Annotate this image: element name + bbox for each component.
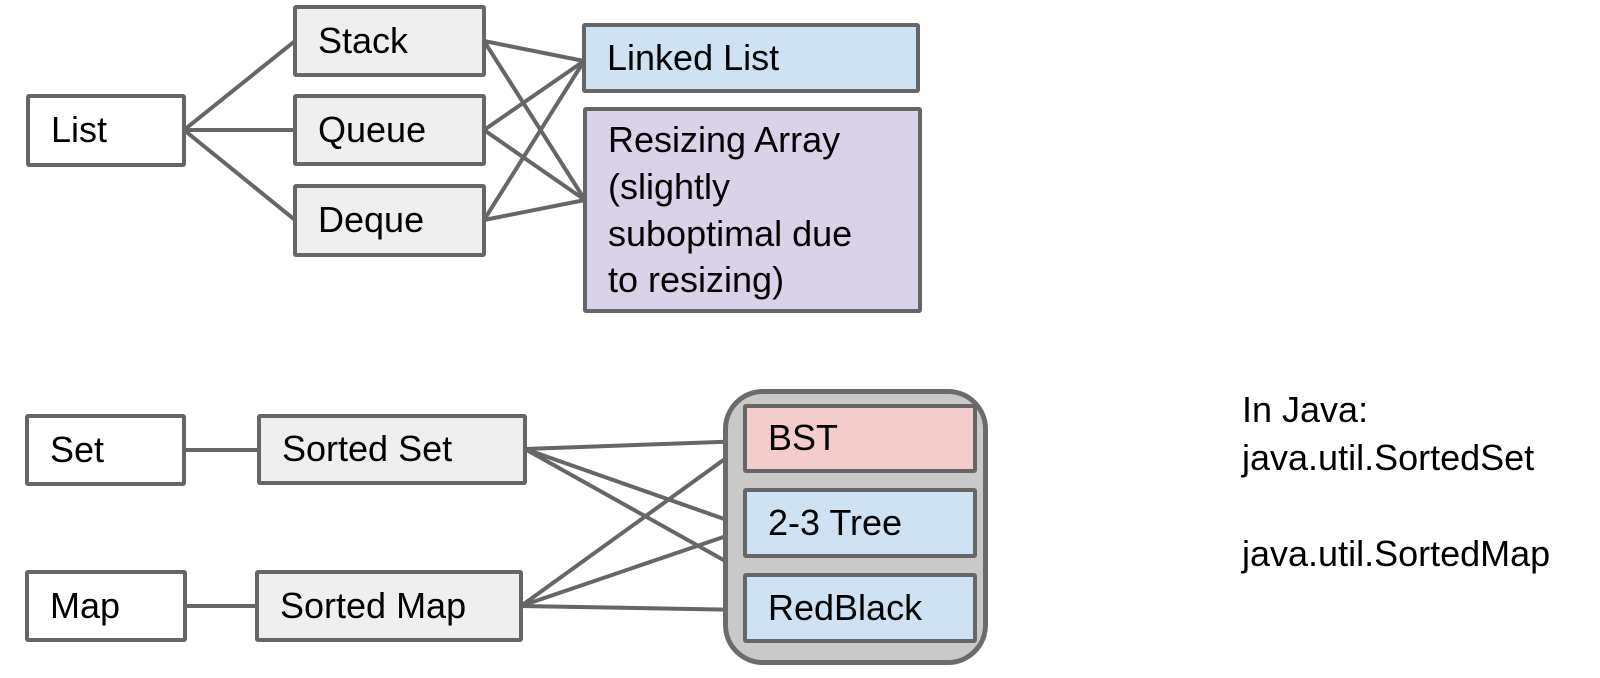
node-deque: Deque: [293, 184, 486, 257]
edge-queue-linked-list: [482, 59, 586, 132]
edge-sorted-set-bst: [524, 439, 748, 451]
node-set: Set: [25, 414, 186, 486]
node-redblack: RedBlack: [743, 573, 977, 643]
node-queue-label: Queue: [318, 108, 427, 150]
node-set-label: Set: [50, 428, 105, 470]
node-sorted-set-label: Sorted Set: [282, 428, 453, 470]
node-queue: Queue: [293, 94, 486, 166]
java-note-title: In Java:: [1242, 389, 1369, 430]
edge-stack-linked-list: [483, 39, 585, 63]
edge-sorted-map-2-3-tree: [520, 527, 748, 608]
node-2-3-tree-label: 2-3 Tree: [768, 501, 903, 543]
edge-queue-resizing-array: [482, 128, 587, 202]
edge-list-stack: [182, 39, 297, 132]
edge-deque-linked-list: [482, 59, 586, 222]
node-linked-list: Linked List: [582, 23, 920, 93]
node-redblack-label: RedBlack: [768, 586, 923, 628]
java-note: In Java: java.util.SortedSet java.util.S…: [1242, 386, 1550, 578]
node-sorted-map-label: Sorted Map: [280, 584, 467, 626]
java-note-sorted-set: java.util.SortedSet: [1242, 437, 1535, 478]
edge-list-deque: [182, 128, 297, 222]
node-stack-label: Stack: [318, 19, 409, 61]
node-bst: BST: [743, 404, 977, 473]
edge-sorted-set-2-3-tree: [524, 447, 748, 529]
edge-sorted-map-redblack: [520, 604, 748, 612]
node-map-label: Map: [50, 584, 121, 626]
node-linked-list-label: Linked List: [607, 36, 780, 78]
node-sorted-map: Sorted Map: [255, 570, 523, 642]
node-list: List: [26, 94, 186, 167]
node-bst-label: BST: [768, 417, 839, 459]
edge-sorted-map-bst: [519, 441, 749, 608]
edge-stack-resizing-array: [482, 39, 587, 202]
java-note-sorted-map: java.util.SortedMap: [1242, 533, 1551, 574]
node-resizing-array-label: Resizing Array (slightly suboptimal due …: [608, 119, 853, 301]
node-resizing-array: Resizing Array (slightly suboptimal due …: [583, 107, 922, 313]
node-deque-label: Deque: [318, 199, 425, 241]
node-stack: Stack: [293, 5, 486, 77]
node-2-3-tree: 2-3 Tree: [743, 488, 977, 558]
node-sorted-set: Sorted Set: [257, 414, 527, 485]
edge-sorted-set-redblack: [524, 447, 746, 574]
node-list-label: List: [51, 109, 108, 151]
edge-deque-resizing-array: [483, 198, 586, 222]
node-map: Map: [25, 570, 187, 642]
